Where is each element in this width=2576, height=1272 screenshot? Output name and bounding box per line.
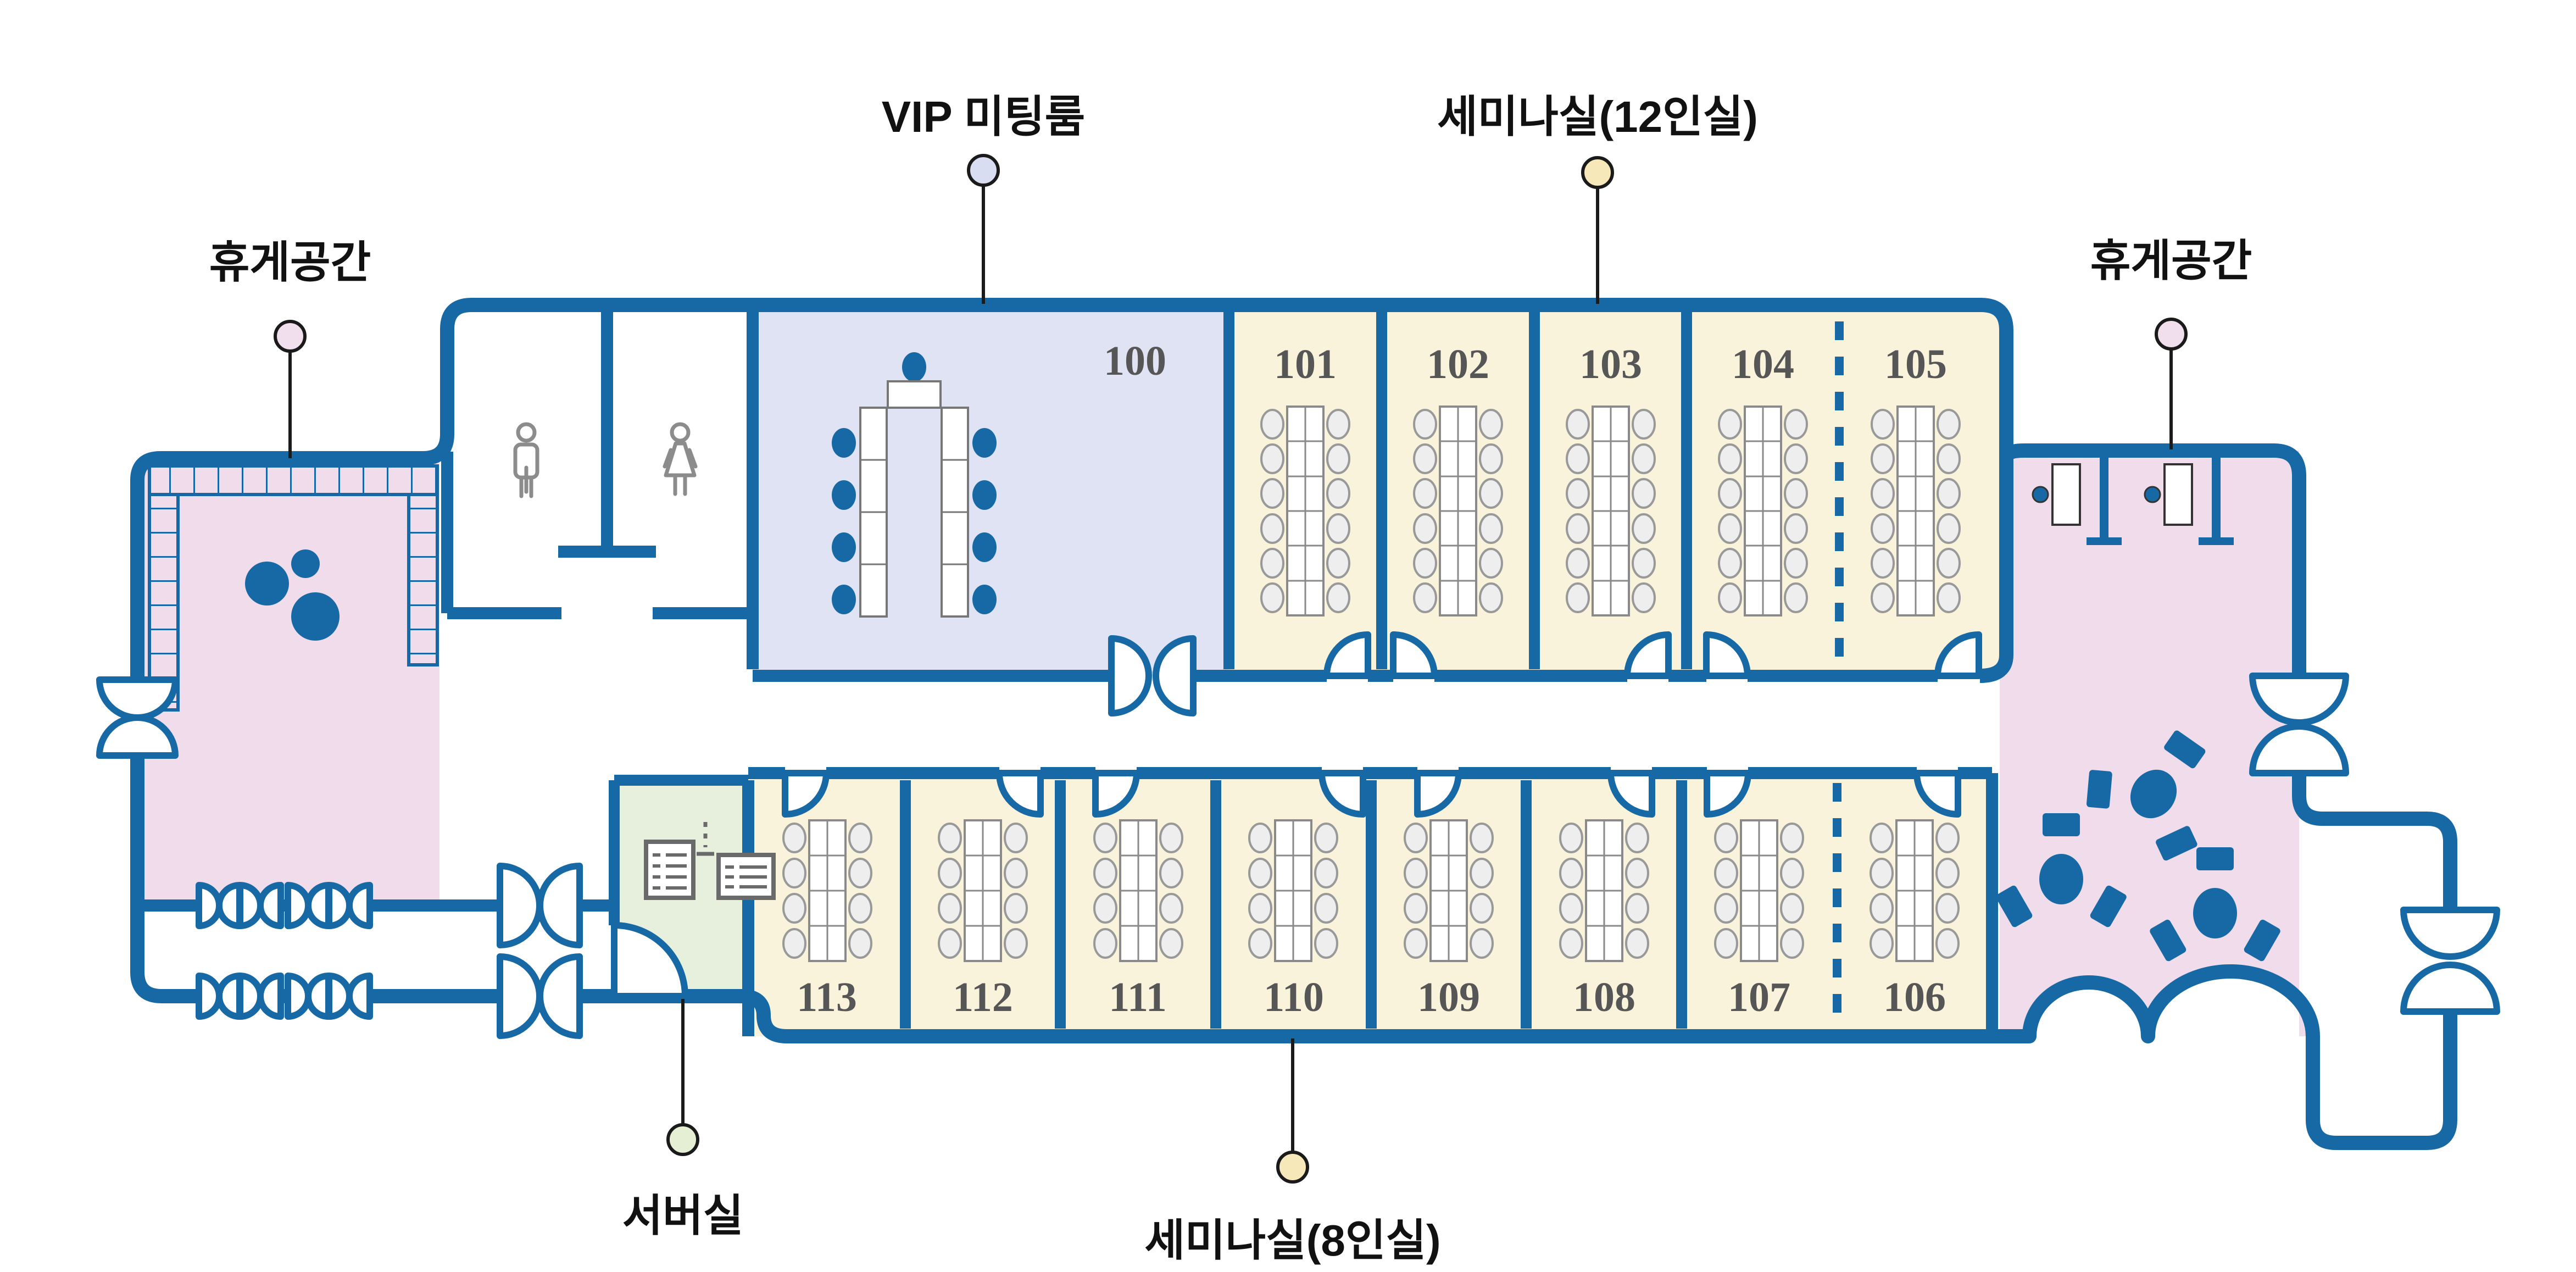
- room-number-111: 111: [1109, 974, 1167, 1020]
- room-number-100: 100: [1104, 338, 1166, 384]
- server-room-door: [611, 922, 688, 999]
- room-number-103: 103: [1579, 341, 1642, 387]
- room-number-108: 108: [1573, 974, 1635, 1020]
- double-swing-door-icon: [2249, 673, 2500, 1015]
- outer-wall-top: [130, 298, 2013, 683]
- room-number-102: 102: [1427, 341, 1489, 387]
- label-seminar-12: 세미나실(12인실): [1437, 92, 1758, 141]
- marker-dot: [967, 154, 1000, 187]
- room-number-109: 109: [1417, 974, 1480, 1020]
- label-seminar-8: 세미나실(8인실): [1144, 1216, 1440, 1265]
- room-number-112: 112: [953, 974, 1013, 1020]
- male-restroom-icon: [513, 422, 539, 498]
- marker-dot: [1276, 1151, 1309, 1184]
- double-swing-door-icon: [1108, 635, 1197, 716]
- marker-dot: [274, 320, 307, 353]
- booth-seat-icon: [2032, 454, 2234, 545]
- server-rack-icon: [644, 822, 776, 900]
- callout-server-room: 서버실: [622, 999, 744, 1240]
- marker-dot: [2155, 318, 2188, 351]
- label-rest-area-left: 휴게공간: [209, 238, 371, 287]
- room-number-101: 101: [1274, 341, 1337, 387]
- label-rest-area-right: 휴게공간: [2090, 236, 2252, 285]
- restroom-walls: [441, 310, 754, 619]
- callout-seminar-12: 세미나실(12인실): [1437, 92, 1758, 304]
- label-server-room: 서버실: [622, 1191, 744, 1240]
- lounge-tables-left: [245, 549, 340, 641]
- right-corridor-wall-upper: [2292, 773, 2457, 910]
- swing-door-icon: [782, 770, 1961, 818]
- rest-area-left-floor: [142, 458, 439, 906]
- label-vip-meeting-room: VIP 미팅룸: [882, 92, 1086, 141]
- room-number-110: 110: [1264, 974, 1324, 1020]
- room-number-113: 113: [797, 974, 857, 1020]
- server-room-walls: [609, 775, 748, 925]
- outer-wall-bottom: [130, 756, 2457, 1150]
- top-partitions: [1223, 312, 1692, 669]
- marker-dot: [1581, 156, 1614, 189]
- room-number-106: 106: [1883, 974, 1946, 1020]
- bottom-partitions: [900, 780, 1687, 1029]
- outer-wall-right-lounge: [1999, 443, 2306, 676]
- double-swing-door-icon: [196, 953, 583, 1039]
- marker-dot: [666, 1123, 699, 1156]
- room-number-104: 104: [1732, 341, 1794, 387]
- callout-rest-area-left: 휴게공간: [209, 238, 371, 458]
- callout-rest-area-right: 휴게공간: [2090, 236, 2252, 449]
- double-swing-door-icon: [196, 863, 583, 948]
- room-number-105: 105: [1884, 341, 1947, 387]
- callout-vip-meeting-room: VIP 미팅룸: [882, 92, 1086, 304]
- callout-seminar-8: 세미나실(8인실): [1144, 1038, 1441, 1265]
- bench-hatch-strips: [148, 464, 439, 712]
- swing-door-icon: [1323, 631, 1982, 679]
- room-number-107: 107: [1728, 974, 1790, 1020]
- vip-u-table: [832, 352, 997, 618]
- female-restroom-icon: [663, 422, 698, 496]
- double-swing-door-icon: [96, 676, 179, 759]
